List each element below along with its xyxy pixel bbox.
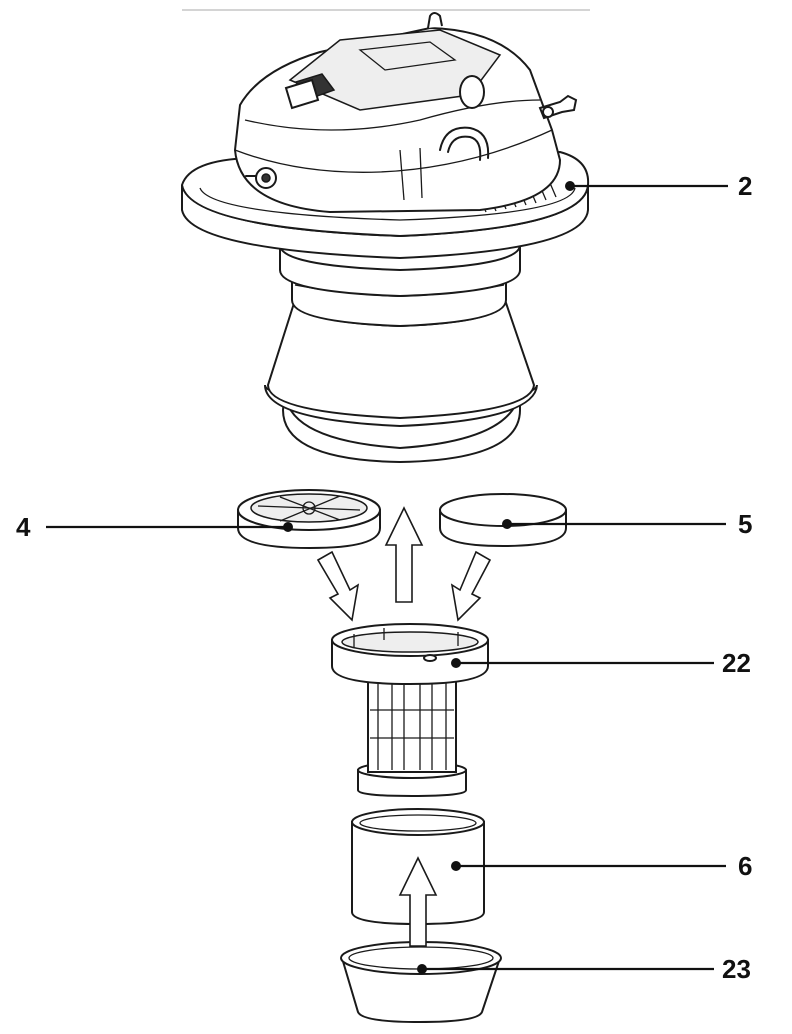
arrow-down-right (450, 550, 492, 622)
motor-head-part (180, 12, 590, 464)
callout-label-22: 22 (722, 648, 751, 678)
callout-label-6: 6 (738, 851, 752, 881)
callout-label-2: 2 (738, 171, 752, 201)
filter-disc-left-part (237, 489, 381, 550)
arrow-up-center (384, 506, 424, 603)
callout-leaders (46, 181, 728, 974)
filter-disc-right-part (439, 493, 567, 548)
callout-label-23: 23 (722, 954, 751, 984)
arrow-up-bottom (398, 856, 438, 947)
arrow-down-left (316, 550, 360, 622)
callout-label-4: 4 (16, 512, 31, 542)
cup-part (340, 941, 502, 1024)
callout-label-5: 5 (738, 509, 752, 539)
filter-cage-part (331, 623, 489, 798)
